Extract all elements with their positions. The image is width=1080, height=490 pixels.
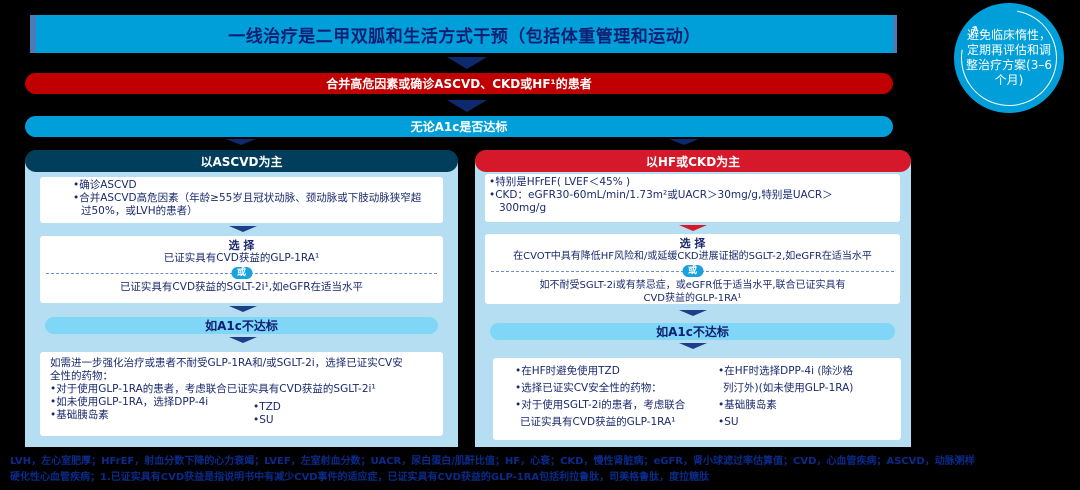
hf-ckd-panel-header: 以HF或CKD为主 xyxy=(475,150,911,172)
ascvd-choice-card: 选 择 已证实具有CVD获益的GLP-1RA¹ 或 已证实具有CVD获益的SGL… xyxy=(40,236,443,303)
chevron-down-icon xyxy=(669,139,699,145)
choose-label: 选 择 xyxy=(228,239,255,252)
intensify-item: •选择已证实CV安全性的药物： xyxy=(515,382,662,394)
ascvd-intensify-card: 如需进一步强化治疗或患者不耐受GLP-1RA和/或SGLT-2i，选择已证实CV… xyxy=(40,352,443,436)
intensify-item: •如未使用GLP-1RA，选择DPP-4i xyxy=(50,396,209,408)
hf-ckd-intensify-card: •在HF时避免使用TZD •选择已证实CV安全性的药物： •对于使用SGLT-2… xyxy=(493,358,901,440)
first-line-therapy-title: 一线治疗是二甲双胍和生活方式干预（包括体重管理和运动） xyxy=(228,26,701,47)
regardless-a1c-banner: 无论A1c是否达标 xyxy=(25,116,893,137)
intensify-item: •TZD xyxy=(253,401,281,413)
a1c-not-met-pill: 如A1c不达标 xyxy=(490,323,895,340)
ascvd-criteria-card: •确诊ASCVD •合并ASCVD高危因素（年龄≥55岁且冠状动脉、颈动脉或下肢… xyxy=(40,177,443,223)
choice-option-sglt2i: 已证实具有CVD获益的SGLT-2i¹,如eGFR在适当水平 xyxy=(119,281,364,293)
chevron-down-icon xyxy=(679,225,707,231)
criteria-item: 300mg/g xyxy=(499,202,547,214)
or-divider: 或 xyxy=(40,267,443,279)
or-badge: 或 xyxy=(230,267,253,279)
or-badge: 或 xyxy=(681,265,704,277)
footnote: LVH，左心室肥厚；HFrEF，射血分数下降的心力衰竭；LVEF，左室射血分数；… xyxy=(10,454,1075,486)
comorbidity-label: 合并高危因素或确诊ASCVD、CKD或HF¹的患者 xyxy=(326,77,592,91)
criteria-item: 过50%，或LVH的患者） xyxy=(81,205,198,217)
hf-ckd-panel: 以HF或CKD为主 •特别是HFrEF( LVEF＜45% ) •CKD：eGF… xyxy=(475,150,911,447)
chevron-down-icon xyxy=(447,100,487,112)
intensify-item: •在HF时避免使用TZD xyxy=(515,365,620,377)
chevron-down-icon xyxy=(447,57,487,69)
chevron-down-icon xyxy=(679,343,707,349)
intensify-intro: 如需进一步强化治疗或患者不耐受GLP-1RA和/或SGLT-2i，选择已证实CV… xyxy=(50,357,403,369)
choice-option-glp1ra: 已证实具有CVD获益的GLP-1RA¹ xyxy=(163,252,320,264)
criteria-item: •特别是HFrEF( LVEF＜45% ) xyxy=(489,176,631,188)
intensify-item: •对于使用GLP-1RA的患者，考虑联合已证实具有CVD获益的SGLT-2i¹ xyxy=(50,383,376,395)
chevron-down-icon xyxy=(229,306,257,312)
chevron-down-icon xyxy=(679,310,707,316)
criteria-item: •CKD：eGFR30-60mL/min/1.73m²或UACR＞30mg/g,… xyxy=(489,189,833,201)
chevron-down-icon xyxy=(229,226,257,232)
chevron-down-icon xyxy=(229,337,257,343)
footnote-line: LVH，左心室肥厚；HFrEF，射血分数下降的心力衰竭；LVEF，左室射血分数；… xyxy=(10,456,975,467)
choice-option-glp1ra: CVD获益的GLP-1RA¹ xyxy=(643,293,742,304)
criteria-item: •确诊ASCVD xyxy=(73,179,137,191)
intensify-item: 已证实具有CVD获益的GLP-1RA¹ xyxy=(520,416,676,428)
choose-label: 选 择 xyxy=(679,237,706,250)
criteria-item: •合并ASCVD高危因素（年龄≥55岁且冠状动脉、颈动脉或下肢动脉狭窄超 xyxy=(73,192,422,204)
a1c-not-met-pill: 如A1c不达标 xyxy=(45,317,438,334)
ascvd-panel-header: 以ASCVD为主 xyxy=(25,150,458,172)
hf-ckd-choice-card: 选 择 在CVOT中具有降低HF风险和/或延缓CKD进展证据的SGLT-2,如e… xyxy=(485,234,900,304)
or-divider: 或 xyxy=(485,265,900,277)
intensify-item: •基础胰岛素 xyxy=(50,409,109,421)
hf-ckd-criteria-card: •特别是HFrEF( LVEF＜45% ) •CKD：eGFR30-60mL/m… xyxy=(485,174,900,222)
intensify-item: •在HF时选择DPP-4i (除沙格 xyxy=(718,365,853,377)
choice-option-sglt2: 在CVOT中具有降低HF风险和/或延缓CKD进展证据的SGLT-2,如eGFR在… xyxy=(513,251,872,262)
comorbidity-banner: 合并高危因素或确诊ASCVD、CKD或HF¹的患者 xyxy=(25,73,893,94)
choice-option-glp1ra: 如不耐受SGLT-2i或有禁忌症，或eGFR低于适当水平,联合已证实具有 xyxy=(539,280,846,291)
intensify-item: •基础胰岛素 xyxy=(718,399,777,411)
intensify-item: •SU xyxy=(718,416,739,428)
intensify-item: •SU xyxy=(253,414,274,426)
ascvd-panel: 以ASCVD为主 •确诊ASCVD •合并ASCVD高危因素（年龄≥55岁且冠状… xyxy=(25,150,458,447)
intensify-intro: 全性的药物： xyxy=(50,370,113,382)
intensify-item: 列汀外)(如未使用GLP-1RA) xyxy=(723,382,854,394)
first-line-therapy-banner: 一线治疗是二甲双胍和生活方式干预（包括体重管理和运动） xyxy=(30,15,897,53)
footnote-line: 硬化性心血管疾病；1.已证实具有CVD获益是指说明书中有减少CVD事件的适应症，… xyxy=(10,472,710,483)
reassessment-text: 避免临床惰性，定期再评估和调整治疗方案(3–6个月) xyxy=(966,28,1052,87)
chevron-down-icon xyxy=(226,139,256,145)
reassessment-cycle-badge: ↗ 避免临床惰性，定期再评估和调整治疗方案(3–6个月) xyxy=(942,0,1076,125)
intensify-item: •对于使用SGLT-2i的患者，考虑联合 xyxy=(515,399,686,411)
regardless-a1c-label: 无论A1c是否达标 xyxy=(410,120,508,134)
